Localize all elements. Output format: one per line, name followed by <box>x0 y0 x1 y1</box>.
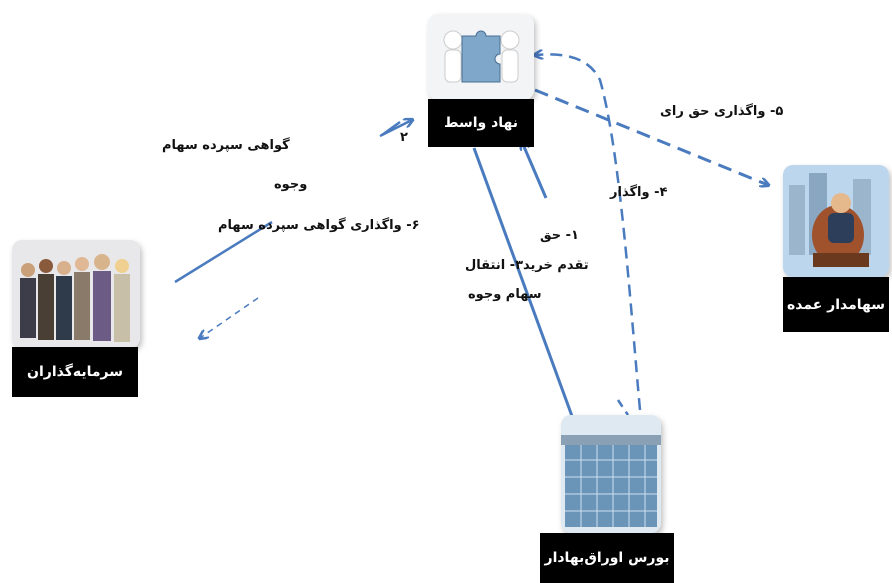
exchange-image <box>561 415 661 533</box>
puzzle-people-icon <box>428 14 534 100</box>
intermediary-image <box>428 14 534 100</box>
label-preemption-transfer: تقدم خرید۳- انتقال <box>465 258 589 273</box>
arrow-up-to-intermediary <box>522 142 548 199</box>
building-icon <box>561 415 661 533</box>
label-vote-transfer: ۵- واگذاری حق رای <box>660 104 784 119</box>
major-shareholder-image <box>783 165 889 277</box>
businessman-office-icon <box>783 165 889 277</box>
arrow-vote-transfer <box>534 88 768 185</box>
arrow-investors-solid <box>174 220 273 284</box>
label-num-2: ۲ <box>400 130 408 145</box>
arrow-intermediary-to-exchange <box>472 147 580 438</box>
arrow-dashed-investors <box>200 297 259 338</box>
arrow-2-head <box>379 120 412 138</box>
label-deposit-certificate: گواهی سپرده سهام <box>162 138 290 153</box>
major-shareholder-label: سهامدار عمده <box>783 277 889 332</box>
business-people-icon <box>12 240 140 348</box>
arrow-dashed-short <box>616 399 630 416</box>
label-shares-funds: سهام وجوه <box>468 287 542 302</box>
label-transfer-certificate: ۶- واگذاری گواهی سپرده سهام <box>218 218 420 233</box>
exchange-label: بورس اوراق‌بهادار <box>540 533 674 583</box>
investors-image <box>12 240 140 348</box>
intermediary-label: نهاد واسط <box>428 99 534 147</box>
label-funds: وجوه <box>274 177 308 192</box>
arrow-dashed-curve <box>535 54 642 411</box>
label-right-1: ۱- حق <box>540 228 579 243</box>
investors-label: سرمایه‌گذاران <box>12 347 138 397</box>
label-transfer-4: ۴- واگذار <box>610 185 668 200</box>
